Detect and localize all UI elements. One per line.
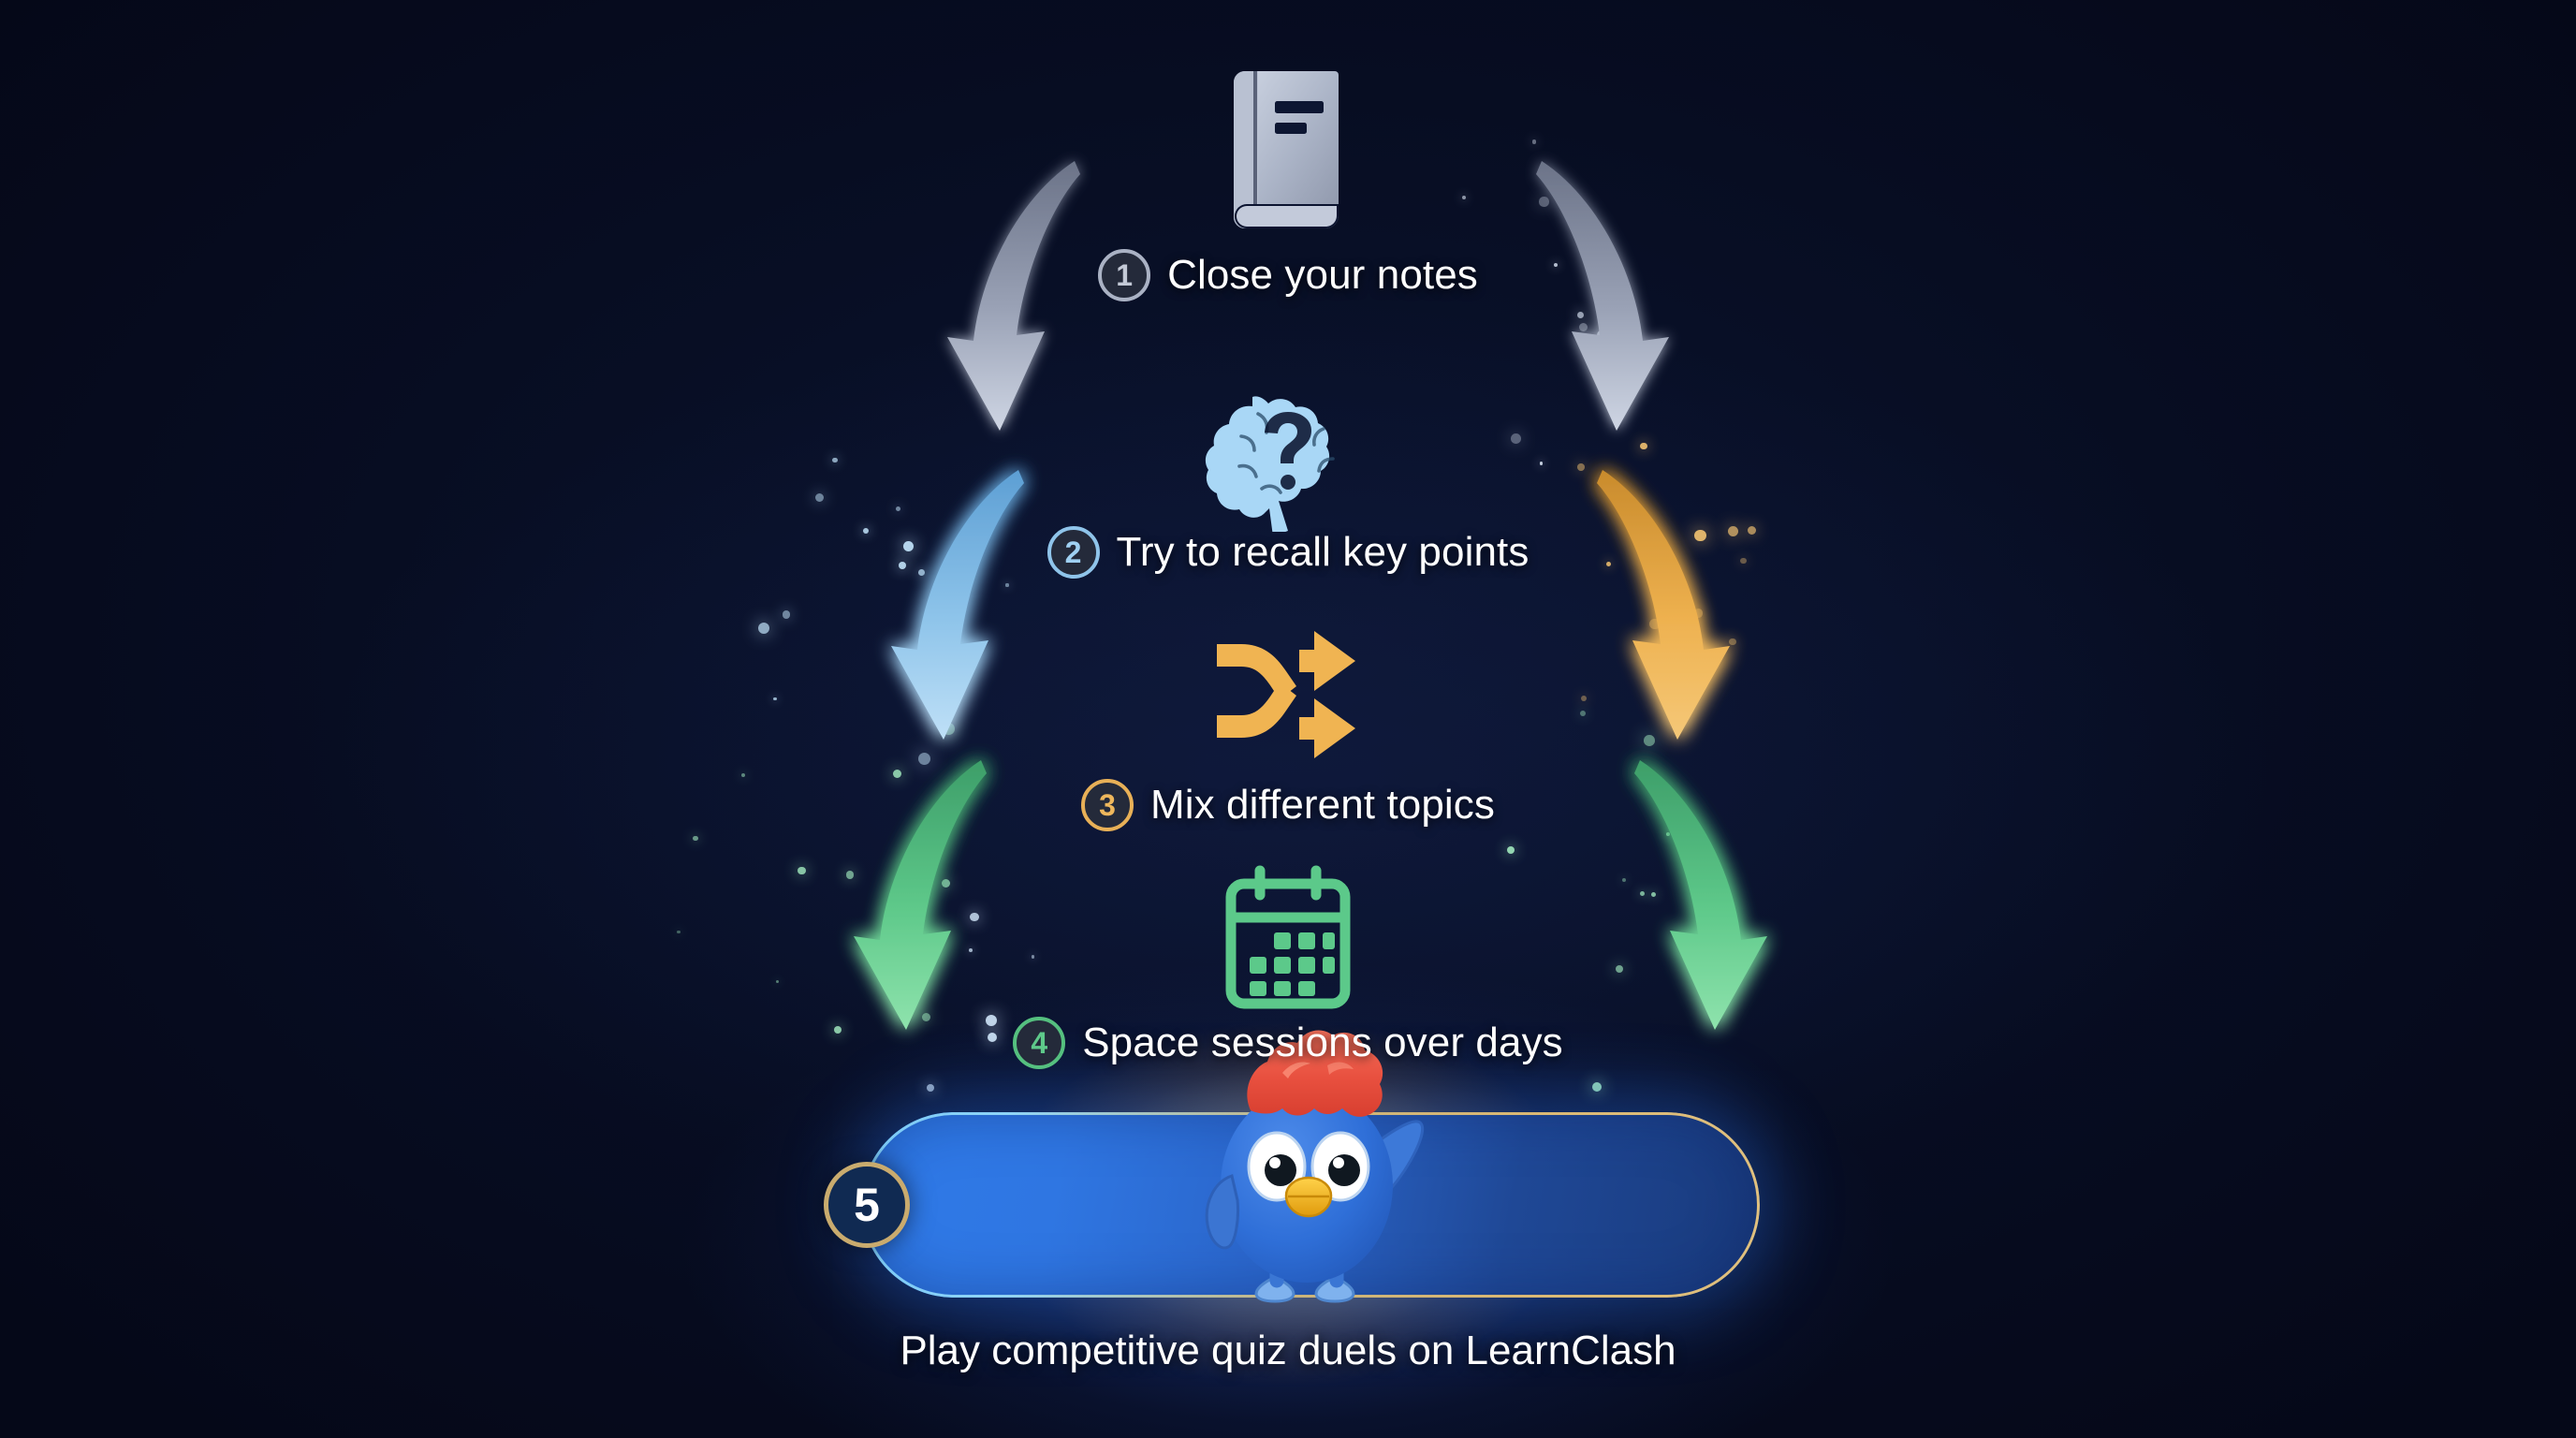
sparkle-dot bbox=[693, 836, 697, 841]
sparkle-dot bbox=[1728, 979, 1732, 983]
sparkle-dot bbox=[1032, 955, 1034, 958]
step-badge-5: 5 bbox=[824, 1162, 910, 1248]
sparkle-dot bbox=[1592, 1082, 1603, 1093]
sparkle-dot bbox=[1597, 330, 1609, 342]
sparkle-dot bbox=[846, 871, 854, 878]
step-badge-3: 3 bbox=[1081, 779, 1134, 831]
sparkle-dot bbox=[1616, 965, 1624, 974]
sparkle-dot bbox=[783, 610, 791, 619]
sparkle-dot bbox=[1507, 846, 1515, 855]
sparkle-dot bbox=[1660, 614, 1668, 623]
sparkle-dot bbox=[1581, 696, 1587, 701]
step-row-3: 3 Mix different topics bbox=[0, 779, 2576, 831]
sparkle-dot bbox=[927, 1084, 934, 1092]
sparkle-dot bbox=[798, 867, 806, 875]
arrow-gray-right bbox=[1456, 140, 1736, 468]
sparkle-dot bbox=[1640, 891, 1645, 896]
sparkle-dot bbox=[1539, 197, 1548, 206]
arrow-gray-left bbox=[880, 140, 1161, 468]
sparkle-dot bbox=[1729, 638, 1735, 645]
sparkle-dot bbox=[1622, 878, 1626, 882]
final-step-banner[interactable]: 5 bbox=[861, 1112, 1760, 1298]
sparkle-dot bbox=[942, 879, 950, 888]
sparkle-dot bbox=[1644, 735, 1655, 746]
sparkle-dot bbox=[1532, 139, 1537, 144]
sparkle-dot bbox=[1005, 583, 1008, 586]
arrow-blue-left bbox=[824, 449, 1105, 777]
sparkle-dot bbox=[1540, 462, 1544, 465]
step-label-2: Try to recall key points bbox=[1117, 529, 1530, 576]
sparkle-dot bbox=[1580, 711, 1586, 716]
sparkle-dot bbox=[677, 931, 681, 934]
step-row-1: 1 Close your notes bbox=[0, 249, 2576, 301]
sparkle-dot bbox=[1577, 463, 1585, 471]
calendar-icon bbox=[1218, 863, 1358, 1013]
shuffle-arrows-icon bbox=[1204, 625, 1372, 761]
sparkle-dot bbox=[1462, 196, 1466, 199]
sparkle-dot bbox=[1694, 609, 1703, 617]
sparkle-dot bbox=[815, 493, 824, 502]
closed-book-icon bbox=[1222, 64, 1354, 242]
sparkle-dot bbox=[1649, 619, 1661, 630]
sparkle-dot bbox=[1683, 943, 1691, 951]
sparkle-dot bbox=[1666, 832, 1670, 836]
sparkle-dot bbox=[776, 980, 779, 983]
step-badge-1: 1 bbox=[1098, 249, 1150, 301]
sparkle-dot bbox=[943, 723, 955, 735]
sparkle-dot bbox=[969, 948, 973, 952]
sparkle-dot bbox=[921, 884, 931, 894]
sparkle-dot bbox=[1579, 323, 1588, 331]
sparkle-dot bbox=[773, 697, 777, 701]
sparkle-dot bbox=[893, 770, 901, 778]
step-label-4: Space sessions over days bbox=[1082, 1020, 1563, 1066]
step-row-2: 2 Try to recall key points bbox=[0, 526, 2576, 579]
sparkle-dot bbox=[1577, 312, 1584, 318]
sparkle-dot bbox=[918, 753, 930, 765]
step-badge-4: 4 bbox=[1013, 1017, 1065, 1069]
final-step-caption: Play competitive quiz duels on LearnClas… bbox=[0, 1328, 2576, 1374]
sparkle-dot bbox=[896, 506, 900, 511]
step-badge-2: 2 bbox=[1047, 526, 1100, 579]
sparkle-dot bbox=[970, 913, 978, 921]
step-label-1: Close your notes bbox=[1167, 252, 1478, 299]
pill-background bbox=[861, 1112, 1760, 1298]
sparkle-dot bbox=[1651, 892, 1656, 897]
sparkle-dot bbox=[758, 623, 769, 634]
sparkle-dot bbox=[832, 458, 838, 463]
sparkle-dot bbox=[1680, 705, 1686, 711]
sparkle-dot bbox=[1571, 213, 1577, 220]
sparkle-dot bbox=[741, 773, 746, 778]
sparkle-dot bbox=[1511, 433, 1521, 444]
brain-question-icon bbox=[1204, 373, 1372, 532]
sparkle-dot bbox=[1640, 443, 1647, 450]
step-label-3: Mix different topics bbox=[1150, 782, 1495, 829]
arrow-orange-right bbox=[1516, 449, 1797, 777]
step-row-4: 4 Space sessions over days bbox=[0, 1017, 2576, 1069]
